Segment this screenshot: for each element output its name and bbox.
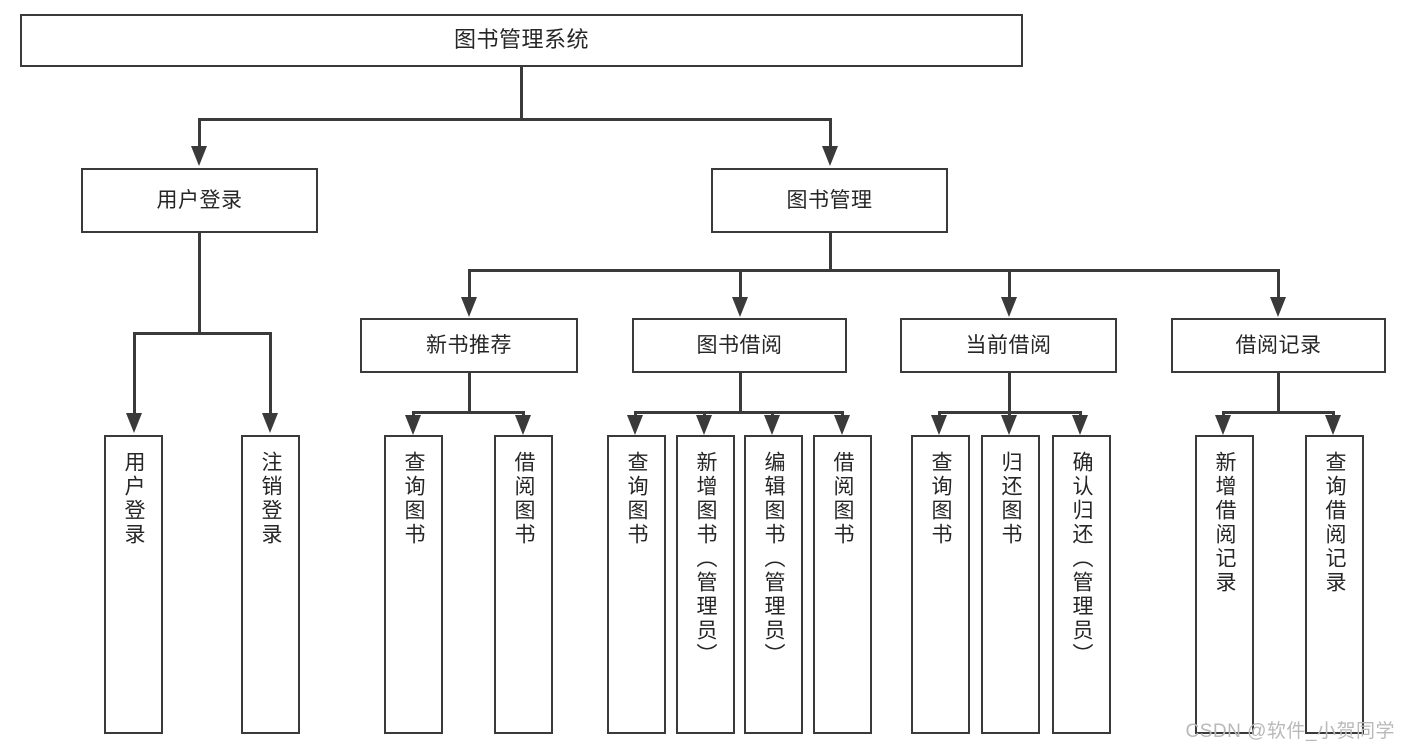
arrow-leaf-user-login-1: [262, 413, 278, 433]
arrow-book-borrow: [732, 297, 748, 317]
arrow-leaf-current-borrow-2: [1072, 415, 1088, 435]
connector-book-borrow-bar: [634, 411, 844, 414]
node-label: 注销登录: [259, 451, 282, 547]
node-label: 查询图书: [625, 451, 648, 547]
arrow-leaf-borrow-record-0: [1215, 415, 1231, 435]
connector-book-borrow-stem: [739, 373, 742, 413]
connector-user-login-bar: [133, 332, 272, 335]
leaf-user-login-logout[interactable]: 注销登录: [241, 435, 300, 734]
node-book-management-system[interactable]: 图书管理系统: [20, 14, 1023, 67]
node-label: 图书管理系统: [453, 27, 589, 53]
arrow-leaf-user-login-0: [126, 413, 142, 433]
connector-root-bar: [198, 118, 832, 121]
leaf-current-borrow-return[interactable]: 归还图书: [981, 435, 1040, 734]
node-label: 查询图书: [929, 451, 952, 547]
node-label: 图书借阅: [696, 333, 783, 357]
connector-new-book-stem: [468, 373, 471, 413]
node-label: 查询图书: [402, 451, 425, 547]
connector-drop-borrow-record: [1277, 269, 1280, 299]
leaf-borrow-record-add[interactable]: 新增借阅记录: [1195, 435, 1254, 734]
node-user-login[interactable]: 用户登录: [81, 168, 318, 233]
node-borrow-record[interactable]: 借阅记录: [1171, 318, 1386, 373]
node-book-borrow[interactable]: 图书借阅: [632, 318, 847, 373]
connector-new-book-bar: [412, 411, 525, 414]
leaf-book-borrow-edit[interactable]: 编辑图书（管理员）: [744, 435, 803, 734]
connector-current-borrow-stem: [1008, 373, 1011, 413]
node-label: 确认归还（管理员）: [1070, 451, 1093, 667]
connector-drop-book-borrow: [739, 269, 742, 299]
connector-borrow-record-stem: [1277, 373, 1280, 413]
leaf-book-borrow-query[interactable]: 查询图书: [607, 435, 666, 734]
node-new-book-recommend[interactable]: 新书推荐: [360, 318, 578, 373]
node-book-management[interactable]: 图书管理: [711, 168, 948, 233]
node-label: 借阅图书: [831, 451, 854, 547]
arrow-leaf-new-book-0: [405, 415, 421, 435]
arrow-user-login: [191, 146, 207, 166]
leaf-new-book-borrow[interactable]: 借阅图书: [494, 435, 553, 734]
arrow-new-book: [461, 297, 477, 317]
arrow-leaf-new-book-1: [515, 415, 531, 435]
arrow-leaf-book-borrow-3: [834, 415, 850, 435]
connector-book-management-stem: [829, 233, 832, 272]
node-label: 查询借阅记录: [1323, 451, 1346, 595]
leaf-borrow-record-query[interactable]: 查询借阅记录: [1305, 435, 1364, 734]
leaf-new-book-query[interactable]: 查询图书: [384, 435, 443, 734]
leaf-user-login-login[interactable]: 用户登录: [104, 435, 163, 734]
leaf-book-borrow-add[interactable]: 新增图书（管理员）: [676, 435, 735, 734]
arrow-leaf-borrow-record-1: [1325, 415, 1341, 435]
node-label: 新书推荐: [426, 333, 512, 357]
node-label: 归还图书: [999, 451, 1022, 547]
connector-drop-leaf-user-login-0: [133, 332, 136, 415]
connector-drop-user-login: [198, 118, 201, 148]
node-label: 编辑图书（管理员）: [762, 451, 785, 667]
leaf-current-borrow-query[interactable]: 查询图书: [911, 435, 970, 734]
node-label: 借阅记录: [1235, 333, 1322, 357]
arrow-leaf-book-borrow-2: [764, 415, 780, 435]
connector-root-stem: [520, 67, 523, 120]
connector-drop-book-management: [829, 118, 832, 148]
arrow-leaf-book-borrow-1: [696, 415, 712, 435]
arrow-leaf-current-borrow-0: [931, 415, 947, 435]
connector-book-management-bar: [468, 269, 1280, 272]
leaf-book-borrow-borrow[interactable]: 借阅图书: [813, 435, 872, 734]
connector-borrow-record-bar: [1222, 411, 1335, 414]
arrow-leaf-current-borrow-1: [1001, 415, 1017, 435]
connector-user-login-stem: [198, 233, 201, 334]
leaf-current-borrow-confirm-return[interactable]: 确认归还（管理员）: [1052, 435, 1111, 734]
node-label: 图书管理: [786, 188, 873, 212]
arrow-leaf-book-borrow-0: [627, 415, 643, 435]
connector-drop-current-borrow: [1008, 269, 1011, 299]
arrow-borrow-record: [1270, 297, 1286, 317]
connector-drop-new-book: [468, 269, 471, 299]
arrow-current-borrow: [1001, 297, 1017, 317]
node-label: 新增图书（管理员）: [694, 451, 717, 667]
node-label: 用户登录: [156, 188, 243, 212]
node-label: 借阅图书: [512, 451, 535, 547]
arrow-book-management: [822, 146, 838, 166]
node-label: 当前借阅: [965, 333, 1052, 357]
node-current-borrow[interactable]: 当前借阅: [900, 318, 1117, 373]
connector-drop-leaf-user-login-1: [269, 332, 272, 415]
node-label: 用户登录: [122, 451, 145, 547]
node-label: 新增借阅记录: [1213, 451, 1236, 595]
